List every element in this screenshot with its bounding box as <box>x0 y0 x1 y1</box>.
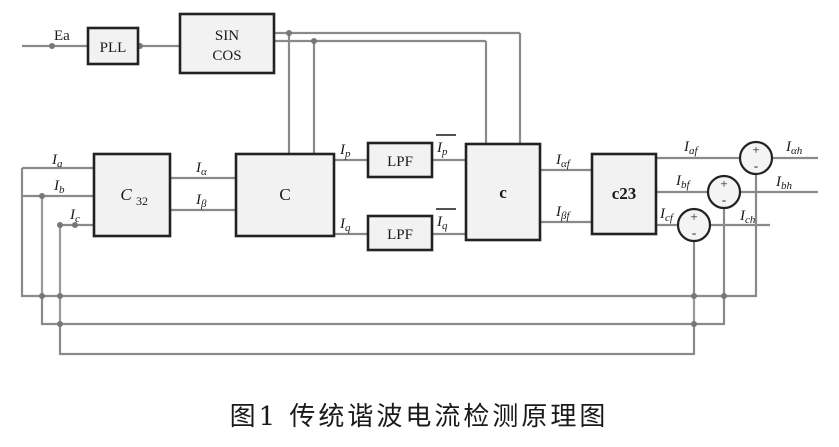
summer-b-plus: + <box>720 176 727 191</box>
summer-c-minus: - <box>692 225 696 240</box>
label-i-alpha: Iα <box>195 160 207 178</box>
cos-label: COS <box>212 48 241 64</box>
c-inverse-block: c <box>464 142 542 242</box>
svg-text:Iq: Iq <box>436 214 448 232</box>
c-inverse-label: c <box>499 183 507 202</box>
label-ich: Ich <box>739 208 756 226</box>
label-ibh: Ibh <box>775 174 793 192</box>
label-icf: Icf <box>659 206 675 224</box>
lpf-bottom-label: LPF <box>387 227 413 243</box>
label-ip: Ip <box>339 142 351 160</box>
label-i-alpha-f: Iαf <box>555 152 572 170</box>
summer-c: + - <box>676 207 712 243</box>
label-ic: Ic <box>69 207 80 225</box>
label-iq: Iq <box>339 216 351 234</box>
summer-a-minus: - <box>754 158 758 173</box>
junction-dots <box>39 30 727 327</box>
c-transform-block: C <box>234 152 336 238</box>
pll-block: PLL <box>86 26 140 66</box>
c23-label: c23 <box>612 184 637 203</box>
label-i-beta: Iβ <box>195 192 207 210</box>
lpf-bottom-block: LPF <box>366 214 434 252</box>
label-ibf: Ibf <box>675 173 692 191</box>
label-iq-bar: Iq <box>436 208 456 232</box>
summer-a-plus: + <box>752 142 759 157</box>
sincos-block: SIN COS <box>178 12 276 75</box>
label-ib: Ib <box>53 178 65 196</box>
c32-block: C 32 <box>92 152 172 238</box>
figure-caption: 图1 传统谐波电流检测原理图 <box>230 402 609 432</box>
c23-block: c23 <box>590 152 658 236</box>
svg-text:Ip: Ip <box>436 140 448 158</box>
label-i-beta-f: Iβf <box>555 204 571 222</box>
lpf-top-block: LPF <box>366 141 434 179</box>
summer-b-minus: - <box>722 192 726 207</box>
c-transform-label: C <box>279 185 290 204</box>
label-iaf: Iaf <box>683 139 700 157</box>
sin-label: SIN <box>215 28 239 44</box>
summer-a: + - <box>738 140 774 176</box>
summer-b: + - <box>706 174 742 210</box>
label-ia: Ia <box>51 152 63 170</box>
wires <box>20 31 818 356</box>
c32-label: C <box>120 185 132 204</box>
label-ea: Ea <box>54 28 70 44</box>
c32-subscript: 32 <box>136 194 148 208</box>
label-iah: Iαh <box>785 139 803 157</box>
summer-c-plus: + <box>690 209 697 224</box>
pll-label: PLL <box>100 40 127 56</box>
lpf-top-label: LPF <box>387 154 413 170</box>
label-ip-bar: Ip <box>436 134 456 158</box>
